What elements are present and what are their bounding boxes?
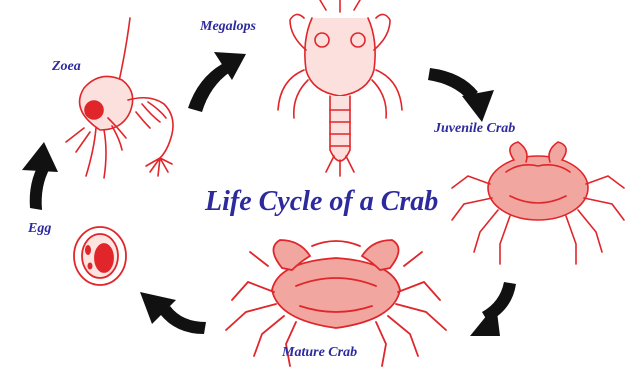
- diagram-title: Life Cycle of a Crab: [205, 188, 438, 216]
- stage-label-mature-crab: Mature Crab: [282, 346, 357, 360]
- zoea-larva-illustration: [66, 18, 173, 178]
- egg-illustration: [74, 227, 126, 285]
- stage-label-megalops: Megalops: [200, 20, 256, 34]
- stage-label-zoea: Zoea: [52, 60, 81, 74]
- arrow-mature-to-egg-icon: [140, 292, 206, 334]
- megalops-illustration: [278, 0, 402, 176]
- juvenile-crab-illustration: [452, 142, 624, 264]
- arrow-egg-to-zoea-icon: [22, 142, 58, 210]
- arrow-megalops-to-juvenile-icon: [428, 68, 494, 122]
- arrow-zoea-to-megalops-icon: [188, 52, 246, 112]
- arrow-juvenile-to-mature-icon: [470, 282, 516, 336]
- stage-label-egg: Egg: [28, 222, 51, 236]
- stage-label-juvenile-crab: Juvenile Crab: [434, 122, 515, 136]
